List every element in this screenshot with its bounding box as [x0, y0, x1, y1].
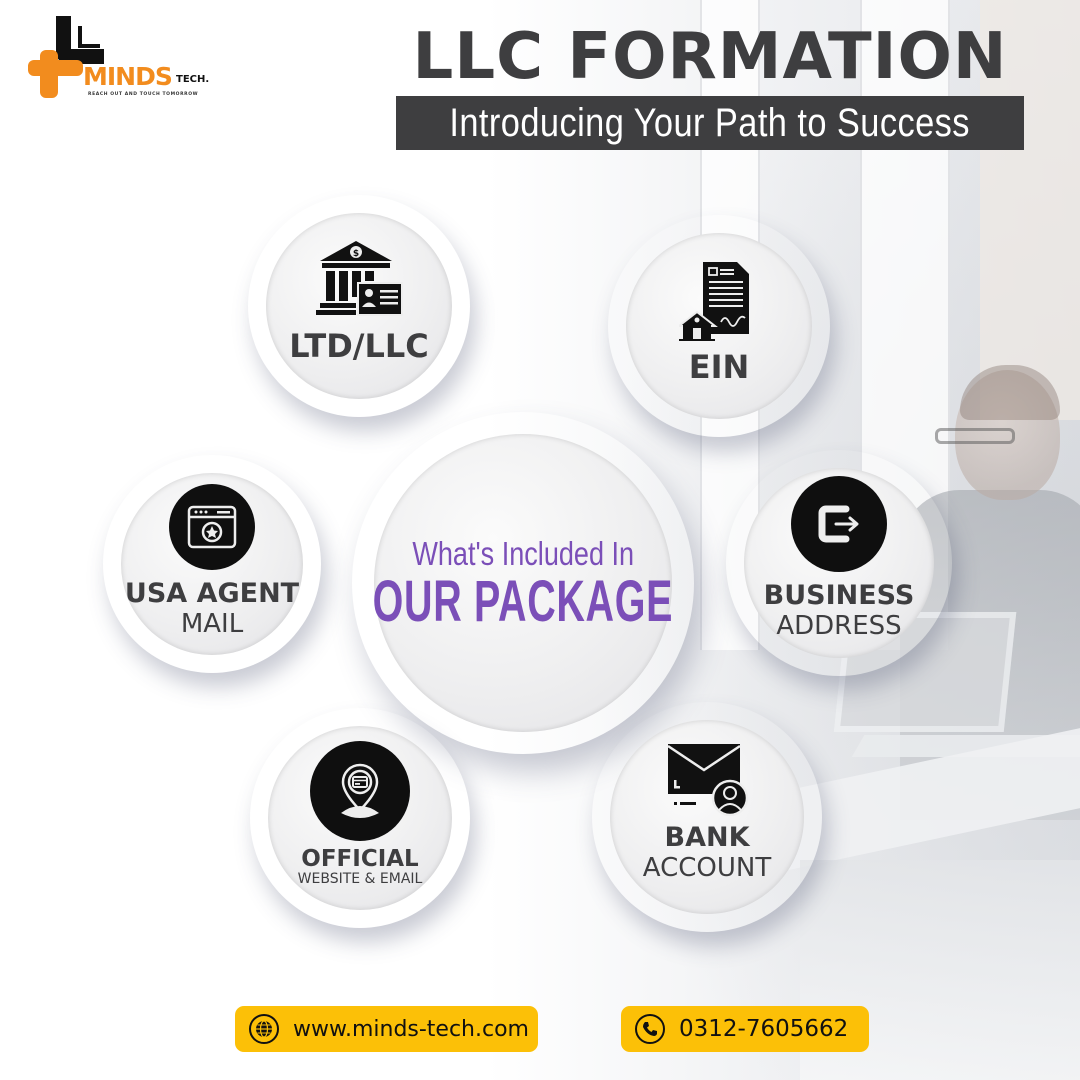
website-url[interactable]: www.minds-tech.com [293, 1016, 529, 1042]
service-label-bold: EIN [688, 348, 750, 386]
person-head [955, 370, 1060, 500]
badge-face: OFFICIAL WEBSITE & EMAIL [268, 726, 452, 910]
document-house-icon [679, 262, 749, 341]
logo-l-mark [56, 16, 104, 64]
logo-plus-horizontal [28, 60, 83, 76]
wall [980, 0, 1080, 420]
service-badge-usa-agent-mail: USA AGENT MAIL [103, 455, 321, 673]
icon-circle [791, 475, 887, 572]
service-label-light: ADDRESS [776, 610, 902, 641]
badge-face: $ LTD/LLC [266, 213, 452, 399]
phone-icon [635, 1014, 665, 1044]
page-title: LLC FORMATION [412, 20, 1008, 94]
service-badge-official-website-email: OFFICIAL WEBSITE & EMAIL [250, 708, 470, 928]
phone-link-pill[interactable]: 0312-7605662 [621, 1006, 869, 1052]
service-badge-ltd-llc: $ LTD/LLC [248, 195, 470, 417]
exit-arrow-icon [818, 505, 859, 542]
brand-name: MINDS [83, 62, 173, 91]
service-label-light: MAIL [180, 608, 244, 639]
service-label-bold: OFFICIAL [301, 846, 419, 872]
subtitle-banner: Introducing Your Path to Success [396, 96, 1024, 150]
mail-user-icon [667, 743, 749, 816]
service-badge-business-address: BUSINESS ADDRESS [726, 450, 952, 676]
icon-circle [310, 741, 410, 841]
badge-face: BUSINESS ADDRESS [744, 468, 934, 658]
service-label-light: ACCOUNT [642, 852, 772, 883]
svg-text:$: $ [353, 249, 359, 259]
service-badge-ein: EIN [608, 215, 830, 437]
brand-suffix: TECH. [176, 74, 210, 85]
badge-face: USA AGENT MAIL [121, 473, 303, 655]
glasses [935, 428, 1015, 444]
brand-tagline: REACH OUT AND TOUCH TOMORROW [88, 92, 199, 97]
globe-icon [249, 1014, 279, 1044]
bank-id-card-icon: $ [316, 241, 403, 316]
service-label-bold: USA AGENT [124, 577, 300, 609]
service-label-bold: BUSINESS [763, 579, 915, 611]
browser-star-icon [187, 505, 237, 548]
center-heading-line1: What's Included In [412, 535, 634, 572]
badge-face: BANK ACCOUNT [610, 720, 804, 914]
service-label-bold: BANK [664, 821, 750, 853]
location-pin-card-icon [341, 763, 379, 818]
subtitle: Introducing Your Path to Success [449, 100, 971, 145]
phone-number[interactable]: 0312-7605662 [679, 1016, 849, 1042]
service-label-light: WEBSITE & EMAIL [297, 871, 423, 887]
center-package-badge: What's Included In OUR PACKAGE [352, 412, 694, 754]
center-heading-line2: OUR PACKAGE [372, 569, 674, 634]
badge-face: EIN [626, 233, 812, 419]
icon-circle [169, 483, 255, 570]
service-badge-bank-account: BANK ACCOUNT [592, 702, 822, 932]
website-link-pill[interactable]: www.minds-tech.com [235, 1006, 538, 1052]
service-label-bold: LTD/LLC [289, 327, 429, 365]
minds-tech-logo: MINDS TECH. REACH OUT AND TOUCH TOMORROW [28, 12, 210, 102]
badge-face: What's Included In OUR PACKAGE [372, 434, 674, 732]
logo-l-inner [78, 26, 100, 48]
